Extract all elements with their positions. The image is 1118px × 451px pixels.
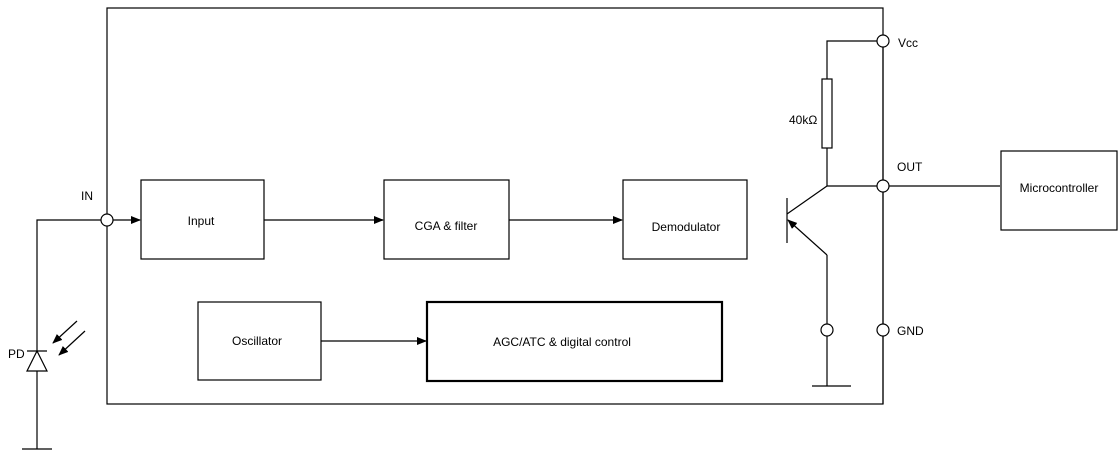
vcc-pin (876, 34, 890, 48)
demodulator-block-label: Demodulator (652, 220, 721, 234)
in-pin (100, 213, 114, 227)
output-stage: 40kΩ (786, 40, 1000, 404)
pullup-resistor (821, 78, 833, 149)
out-pin-label: OUT (897, 160, 923, 174)
light-ray-1 (52, 320, 78, 344)
gnd-pin-label: GND (897, 324, 924, 338)
cga-filter-block: CGA & filter (383, 179, 510, 260)
agc-control-block-label: AGC/ATC & digital control (493, 335, 631, 349)
light-ray-2 (58, 330, 86, 356)
oscillator-block: Oscillator (197, 301, 322, 381)
transistor-collector (786, 185, 828, 215)
photodiode-label: PD (8, 347, 25, 361)
in-pin-label: IN (81, 189, 93, 203)
vcc-pin-label: Vcc (898, 36, 918, 50)
photodiode-circuit: PD (8, 219, 101, 450)
input-block: Input (140, 179, 265, 260)
photodiode-symbol (26, 349, 48, 372)
out-pin (876, 179, 890, 193)
demodulator-block: Demodulator (622, 179, 748, 260)
resistor-label: 40kΩ (789, 113, 817, 127)
microcontroller-block: Microcontroller (1000, 150, 1118, 231)
cga-filter-block-label: CGA & filter (415, 219, 478, 233)
gnd-pin (876, 323, 890, 337)
transistor-emitter (787, 219, 828, 256)
microcontroller-block-label: Microcontroller (1020, 181, 1099, 195)
agc-control-block: AGC/ATC & digital control (425, 300, 724, 383)
input-block-label: Input (188, 214, 215, 228)
emitter-node (820, 323, 834, 337)
oscillator-block-label: Oscillator (232, 334, 282, 348)
